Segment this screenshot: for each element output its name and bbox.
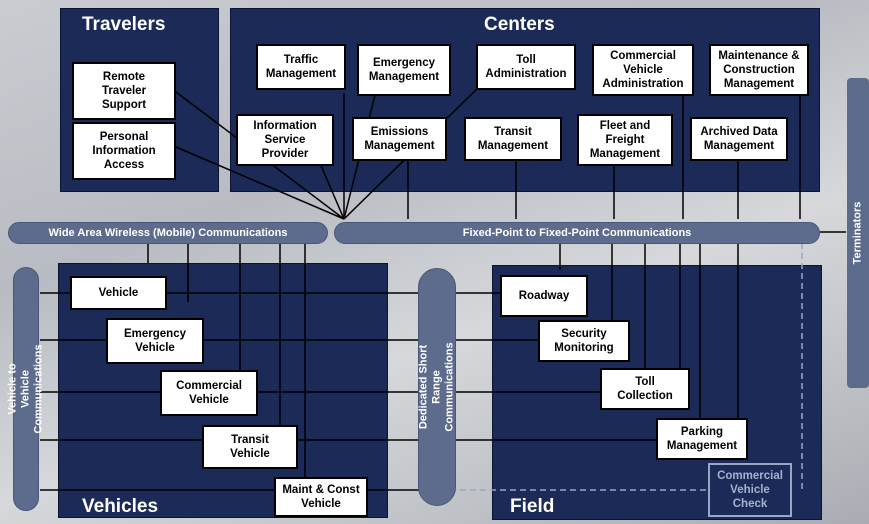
commercial-vehicle-check-box: Commercial Vehicle Check [708, 463, 792, 517]
roadway-box: Roadway [500, 275, 588, 317]
terminators-pill: Terminators [847, 78, 869, 388]
centers-title: Centers [484, 14, 555, 35]
wide-area-wireless-pill: Wide Area Wireless (Mobile) Communicatio… [8, 222, 328, 244]
maintenance-construction-management-box: Maintenance & Construction Management [709, 44, 809, 96]
fixed-point-pill: Fixed-Point to Fixed-Point Communication… [334, 222, 820, 244]
field-title: Field [510, 496, 555, 517]
emissions-management-box: Emissions Management [352, 117, 447, 161]
parking-management-box: Parking Management [656, 418, 748, 460]
commercial-vehicle-box: Commercial Vehicle [160, 370, 258, 416]
terminators-label: Terminators [851, 201, 864, 265]
toll-administration-box: Toll Administration [476, 44, 576, 90]
maint-const-vehicle-box: Maint & Const Vehicle [274, 477, 368, 517]
emergency-vehicle-box: Emergency Vehicle [106, 318, 204, 364]
remote-traveler-support-box: Remote Traveler Support [72, 62, 176, 120]
transit-management-box: Transit Management [464, 117, 562, 161]
traffic-management-box: Traffic Management [256, 44, 346, 90]
security-monitoring-box: Security Monitoring [538, 320, 630, 362]
vehicles-title: Vehicles [82, 496, 159, 517]
personal-information-access-box: Personal Information Access [72, 122, 176, 180]
vehicle-box: Vehicle [70, 276, 167, 310]
vehicle-to-vehicle-label: Vehicle to Vehicle Communications [6, 344, 45, 434]
emergency-management-box: Emergency Management [357, 44, 451, 96]
travelers-title: Travelers [82, 14, 166, 35]
fleet-freight-management-box: Fleet and Freight Management [577, 114, 673, 166]
toll-collection-box: Toll Collection [600, 368, 690, 410]
archived-data-management-box: Archived Data Management [690, 117, 788, 161]
transit-vehicle-box: Transit Vehicle [202, 425, 298, 469]
dsrc-label: Dedicated Short Range Communications [417, 342, 456, 432]
dsrc-pill: Dedicated Short Range Communications [418, 268, 456, 506]
information-service-provider-box: Information Service Provider [236, 114, 334, 166]
vehicle-to-vehicle-pill: Vehicle to Vehicle Communications [7, 267, 45, 511]
commercial-vehicle-administration-box: Commercial Vehicle Administration [592, 44, 694, 96]
